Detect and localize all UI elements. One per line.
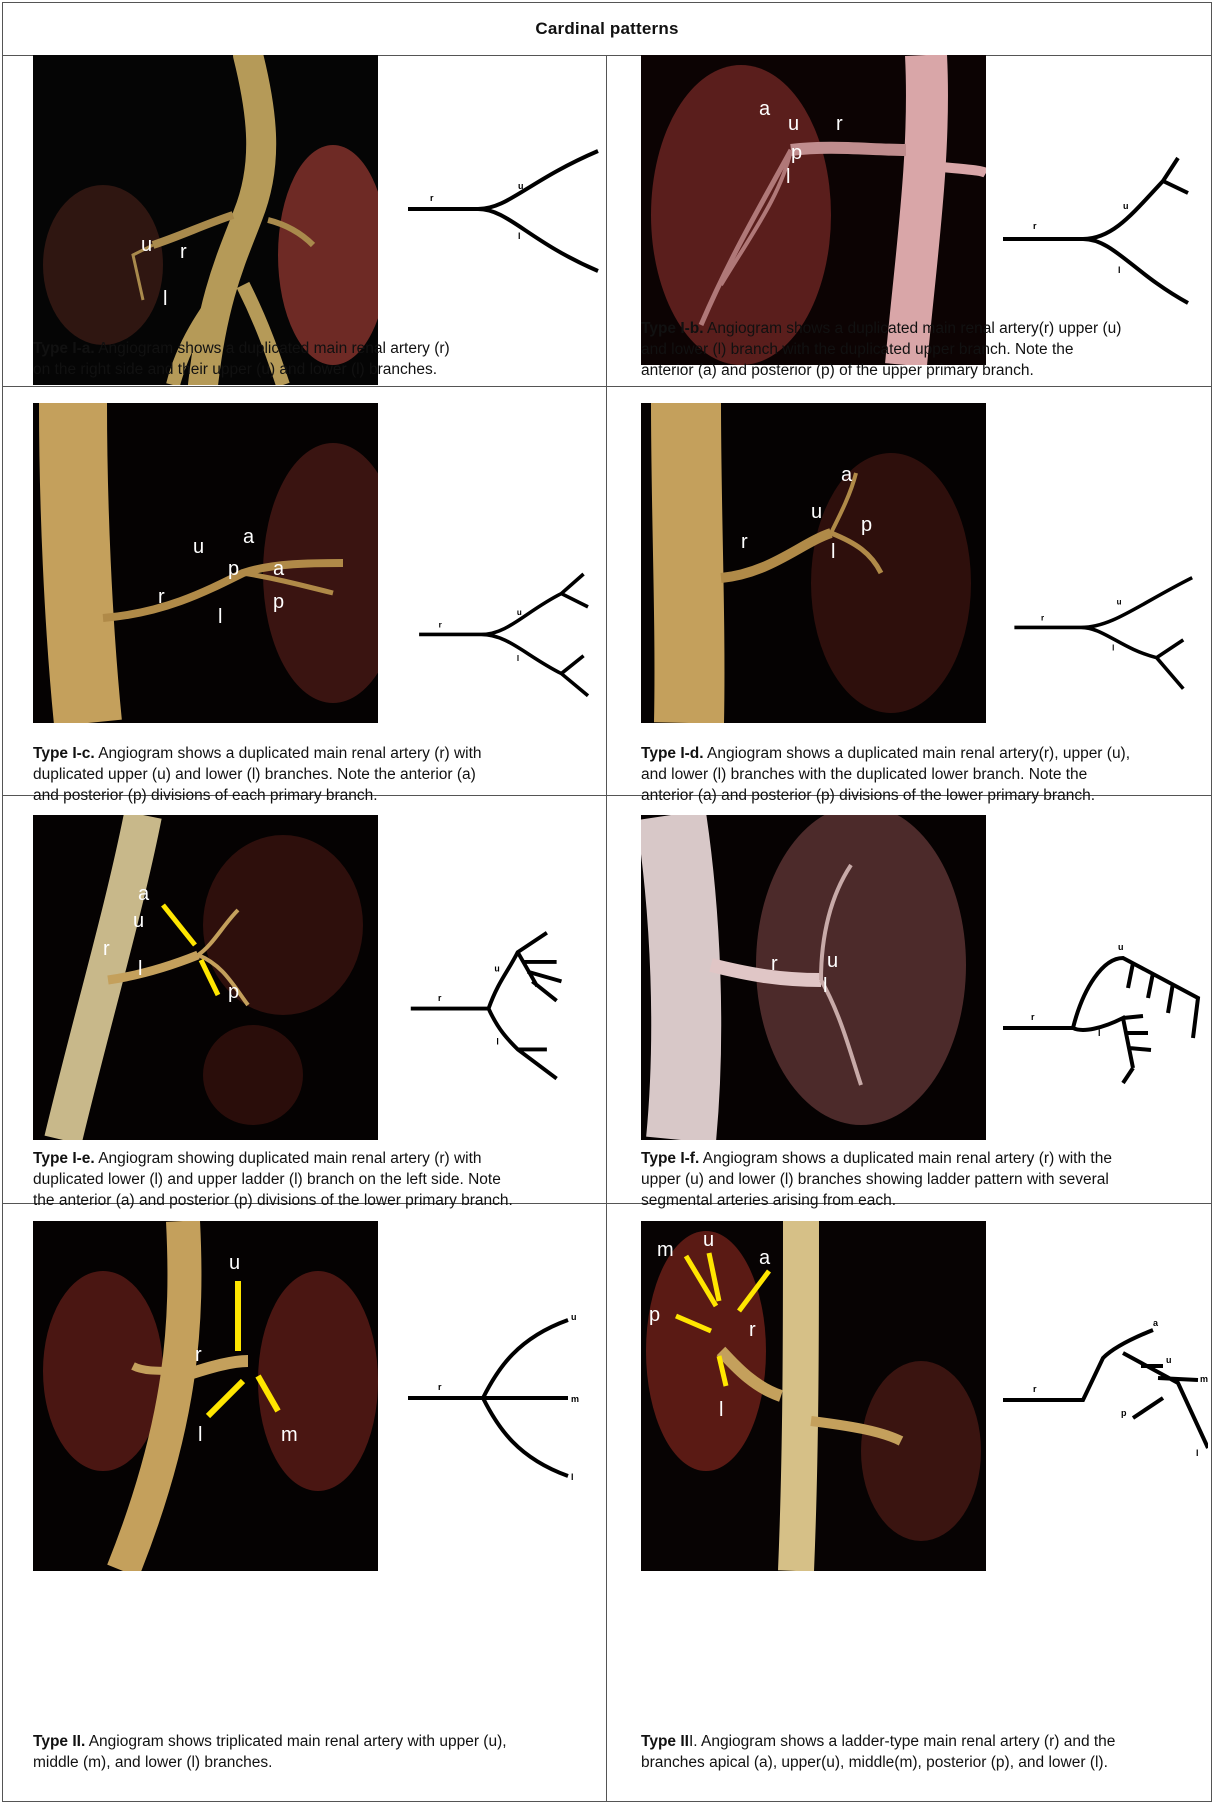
image-label: a [138,883,150,905]
caption-type-I-d: Type I-d. Angiogram shows a duplicated m… [641,743,1211,806]
caption-type-I-c: Type I-c. Angiogram shows a duplicated m… [33,743,593,806]
caption-type-I-e: Type I-e. Angiogram showing duplicated m… [33,1148,603,1211]
image-label: u [703,1229,714,1251]
svg-text:r: r [1033,1384,1037,1394]
caption-type-III: Type III. Angiogram shows a ladder-type … [641,1731,1211,1773]
svg-text:r: r [438,1382,442,1392]
image-label: p [228,558,239,580]
image-label: r [741,531,748,553]
svg-text:u: u [571,1312,577,1322]
image-label: u [788,113,799,135]
svg-text:r: r [439,620,442,629]
svg-text:r: r [1041,613,1044,622]
svg-text:l: l [1118,265,1121,275]
angiogram-type-I-f: r u l [641,815,986,1140]
image-label: p [273,591,284,613]
image-label: u [141,234,152,256]
image-label: l [823,975,827,997]
angiogram-type-I-c: u a p a r l p [33,403,378,723]
image-label: l [163,288,167,310]
svg-text:r: r [1031,1012,1035,1022]
image-label: l [198,1424,202,1446]
svg-text:r: r [430,193,434,203]
angiogram-type-I-e: a u r l p [33,815,378,1140]
caption-type-I-b: Type I-b. Angiogram shows a duplicated m… [641,318,1211,381]
svg-text:u: u [1117,597,1122,606]
svg-text:u: u [1123,201,1129,211]
branching-diagram-type-III: a u r m p l [1003,1308,1208,1488]
svg-text:l: l [518,231,521,241]
svg-text:m: m [571,1394,579,1404]
image-label: p [861,514,872,536]
image-label: u [193,536,204,558]
image-label: m [657,1239,674,1261]
image-label: m [281,1424,298,1446]
svg-text:p: p [1121,1408,1127,1418]
image-label: r [749,1319,756,1341]
svg-text:l: l [1196,1448,1199,1458]
svg-text:l: l [517,654,519,663]
image-label: a [759,98,771,120]
svg-text:u: u [494,964,499,974]
table-title: Cardinal patterns [3,3,1211,56]
svg-text:m: m [1200,1374,1208,1384]
image-label: r [180,241,187,263]
svg-text:l: l [1112,644,1114,653]
branching-diagram-type-I-a: r u l [408,121,608,301]
caption-type-II: Type II. Angiogram shows triplicated mai… [33,1731,593,1773]
svg-text:a: a [1153,1318,1159,1328]
image-label: u [827,950,838,972]
image-label: l [786,166,790,188]
image-label: p [228,981,239,1003]
image-label: l [218,606,222,628]
caption-type-I-a: Type I-a. Angiogram shows a duplicated m… [33,338,593,380]
svg-text:u: u [518,181,524,191]
branching-diagram-type-I-f: u r l [1003,938,1208,1118]
caption-type-I-f: Type I-f. Angiogram shows a duplicated m… [641,1148,1211,1211]
branching-diagram-type-I-e: r u l [408,923,608,1098]
image-label: r [158,586,165,608]
svg-text:r: r [438,993,442,1003]
svg-text:r: r [1033,221,1037,231]
image-label: a [243,526,255,548]
image-label: r [103,938,110,960]
angiogram-type-II: u r l m [33,1221,378,1571]
branching-diagram-type-I-c: r u l [408,558,608,718]
image-label: p [791,142,802,164]
image-label: a [759,1247,771,1269]
image-label: a [841,464,853,486]
branching-diagram-type-I-d: r u l [1003,551,1208,711]
image-label: r [195,1344,202,1366]
image-label: u [811,501,822,523]
branching-diagram-type-I-II: u r m l [408,1308,608,1488]
image-label: a [273,558,285,580]
image-label: l [831,541,835,563]
image-label: p [649,1304,660,1326]
branching-diagram-type-I-b: r u l [1003,143,1208,323]
image-label: u [229,1252,240,1274]
image-label: r [771,953,778,975]
image-label: u [133,910,144,932]
svg-text:l: l [571,1472,574,1482]
angiogram-type-I-a: u r l [33,55,378,385]
svg-text:l: l [496,1037,498,1047]
row-divider [3,386,1211,387]
svg-text:u: u [1118,942,1124,952]
angiogram-type-III: m u a p r l [641,1221,986,1571]
svg-text:u: u [1166,1355,1172,1365]
svg-text:l: l [1098,1028,1101,1038]
svg-text:u: u [517,608,522,617]
image-label: r [836,113,843,135]
image-label: l [138,958,142,980]
image-label: l [719,1399,723,1421]
angiogram-type-I-d: a u p r l [641,403,986,723]
